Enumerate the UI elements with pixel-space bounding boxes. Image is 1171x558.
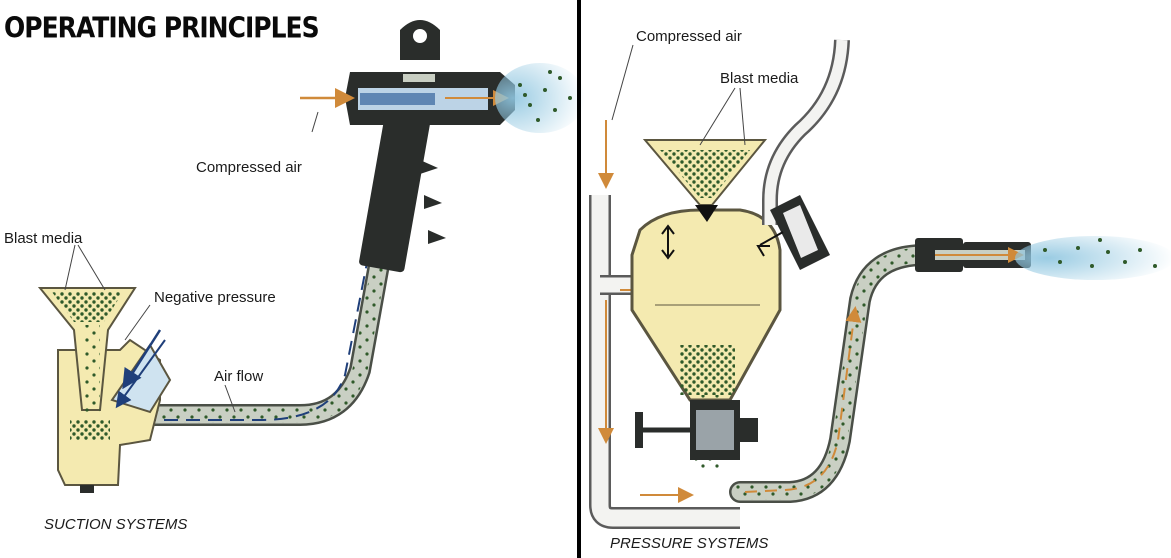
label-negative-pressure: Negative pressure [154,289,276,306]
label-compressed-air-pressure: Compressed air [636,28,742,45]
caption-pressure-systems: PRESSURE SYSTEMS [610,535,769,552]
caption-suction-systems: SUCTION SYSTEMS [44,516,188,533]
page-title: OPERATING PRINCIPLES [4,11,320,45]
suction-system-illustration [37,20,585,493]
blast-gun-handle [359,112,431,273]
label-blast-media-suction: Blast media [4,230,83,247]
metering-valve [635,400,758,460]
pressure-system-illustration [589,39,1171,529]
pressure-spray [1015,236,1171,280]
label-compressed-air-suction: Compressed air [196,159,302,176]
negative-pressure-arrow [122,329,162,390]
panel-divider [577,0,581,558]
blast-spray [495,63,585,133]
remote-control-line [762,39,850,225]
label-blast-media-pressure: Blast media [720,70,799,87]
label-air-flow: Air flow [214,368,264,385]
hose-flow-arrow [744,306,862,493]
